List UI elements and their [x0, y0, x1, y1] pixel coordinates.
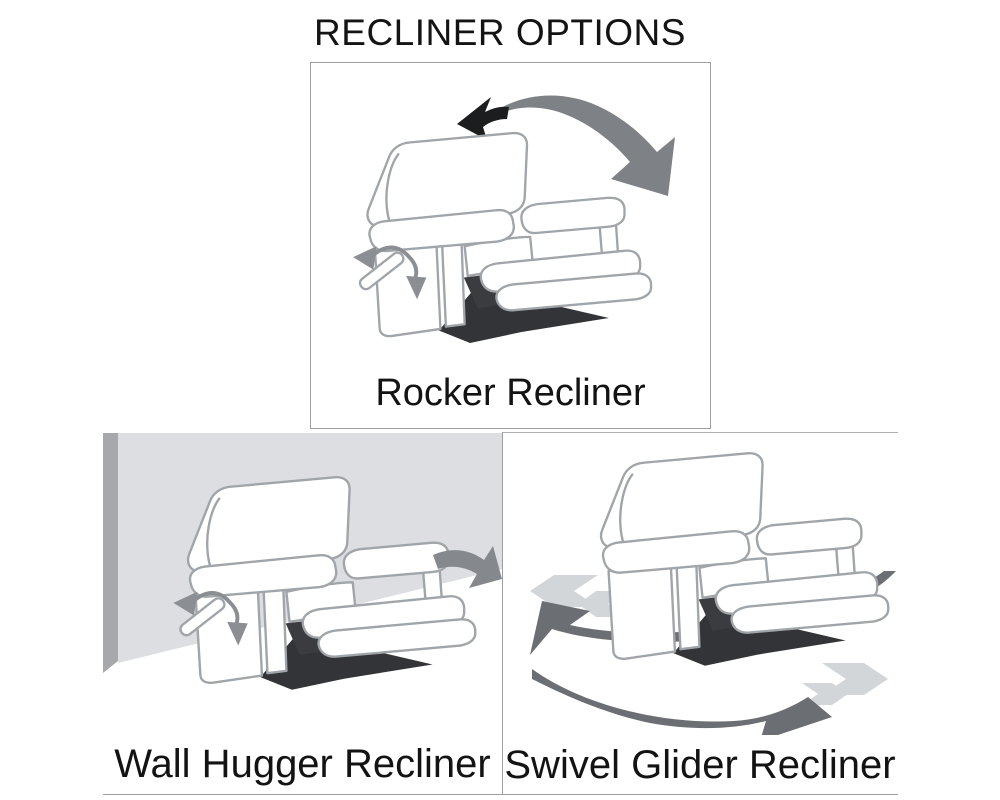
- panel-rocker-recliner: Rocker Recliner: [310, 62, 711, 429]
- panel-wall-hugger-recliner: Wall Hugger Recliner: [103, 432, 502, 794]
- recliner-line-art: [599, 451, 890, 667]
- wall-corner-backdrop: [103, 433, 118, 673]
- page-title: RECLINER OPTIONS: [314, 12, 686, 53]
- panel-swivel-glider-recliner: Swivel Glider Recliner: [502, 432, 898, 795]
- swivel-glider-illustration: [502, 433, 898, 735]
- panel-divider: [502, 432, 503, 794]
- rocker-recliner-drawing: [351, 95, 675, 345]
- rocking-swing-arrow: [487, 95, 675, 196]
- rocker-recliner-label: Rocker Recliner: [311, 359, 710, 428]
- swivel-glider-drawing: [530, 451, 896, 735]
- wall-hugger-label: Wall Hugger Recliner: [103, 734, 502, 794]
- recliner-line-art: [366, 131, 653, 345]
- rocker-recliner-illustration: [311, 63, 710, 359]
- wall-hugger-drawing: [103, 433, 502, 691]
- wall-hugger-illustration: [103, 432, 502, 734]
- bottom-border: [103, 794, 898, 795]
- rocking-swing-arrow-black-tip: [457, 97, 509, 140]
- swivel-glider-label: Swivel Glider Recliner: [502, 735, 898, 795]
- forward-clearance-arrow: [433, 546, 502, 588]
